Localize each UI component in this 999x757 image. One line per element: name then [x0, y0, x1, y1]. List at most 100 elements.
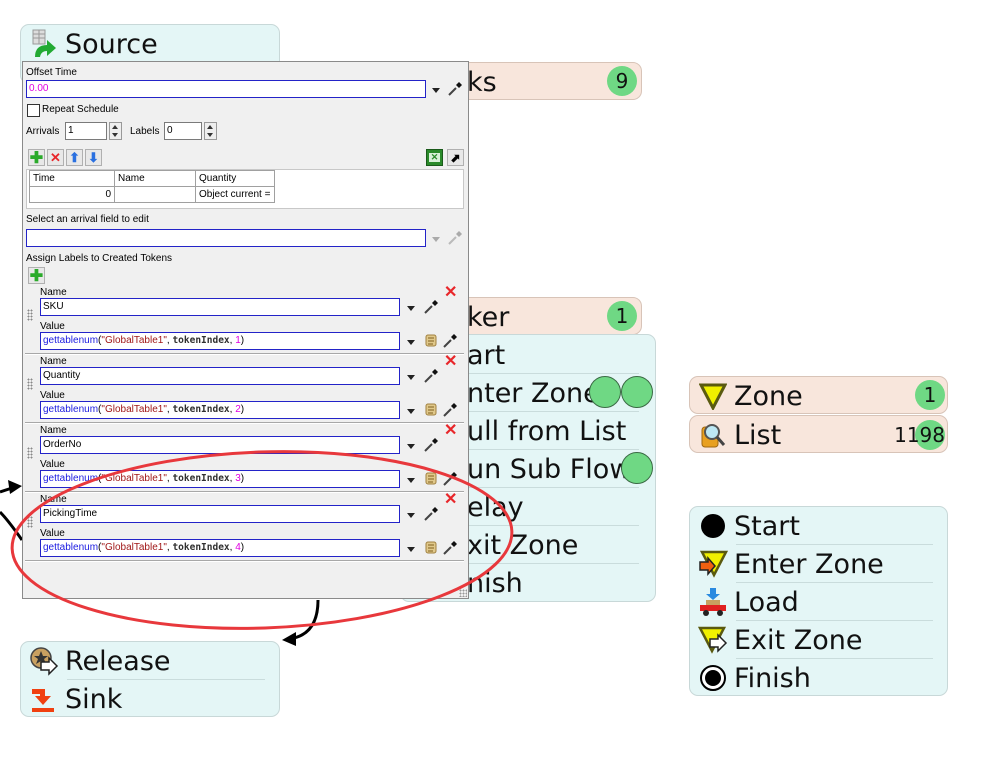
- drag-handle[interactable]: [27, 309, 33, 321]
- label-value-dropdown[interactable]: [407, 547, 415, 552]
- value-label: Value: [40, 528, 65, 539]
- sampler-icon[interactable]: [447, 230, 463, 249]
- label-name-dropdown[interactable]: [407, 513, 415, 518]
- label-name-input[interactable]: SKU: [40, 298, 400, 316]
- sampler-icon[interactable]: [447, 81, 463, 100]
- enter-zone-icon: [698, 549, 728, 579]
- label-name-input[interactable]: PickingTime: [40, 505, 400, 523]
- drag-handle[interactable]: [27, 447, 33, 459]
- activity-sink[interactable]: Sink: [21, 680, 279, 718]
- label-value-dropdown[interactable]: [407, 409, 415, 414]
- label-value-input[interactable]: gettablenum("GlobalTable1", tokenIndex, …: [40, 470, 400, 488]
- zone-icon: [698, 381, 728, 411]
- move-up-icon: ⬆: [69, 149, 80, 165]
- sampler-icon[interactable]: [442, 540, 458, 559]
- label-value-dropdown[interactable]: [407, 478, 415, 483]
- sampler-icon[interactable]: [442, 402, 458, 421]
- sampler-icon[interactable]: [423, 368, 439, 387]
- activity-exit-zone[interactable]: Exit Zone: [690, 621, 947, 659]
- label-name-input[interactable]: Quantity: [40, 367, 400, 385]
- add-label-button[interactable]: ✚: [28, 267, 45, 285]
- add-row-button[interactable]: ✚: [28, 149, 45, 167]
- table-cell[interactable]: 0: [29, 186, 115, 203]
- connector-arrowhead: [282, 632, 296, 646]
- delete-row-button[interactable]: ✕: [47, 149, 64, 166]
- release-flow-block[interactable]: Release Sink: [20, 641, 280, 717]
- open-arrow-icon: ⬈: [450, 150, 461, 165]
- label-name-dropdown[interactable]: [407, 375, 415, 380]
- label-value-input[interactable]: gettablenum("GlobalTable1", tokenIndex, …: [40, 332, 400, 350]
- code-edit-icon[interactable]: [424, 333, 438, 351]
- list-row: List: [690, 416, 947, 454]
- token-count-badge: [915, 420, 945, 450]
- activity-start[interactable]: art: [467, 339, 506, 371]
- label-name-dropdown[interactable]: [407, 306, 415, 311]
- table-cell[interactable]: [114, 186, 196, 203]
- offset-time-dropdown[interactable]: [432, 88, 440, 93]
- label-name-dropdown[interactable]: [407, 444, 415, 449]
- list-block[interactable]: List 1198: [689, 415, 948, 453]
- tasks-label: ks: [467, 66, 497, 98]
- sampler-icon[interactable]: [423, 437, 439, 456]
- separator: [736, 582, 933, 583]
- activity-finish[interactable]: Finish: [690, 659, 947, 697]
- activity-label: Source: [65, 28, 158, 60]
- labels-spinner[interactable]: [204, 122, 217, 140]
- open-table-button[interactable]: ⬈: [447, 149, 464, 166]
- code-edit-icon[interactable]: [424, 471, 438, 489]
- labels-input[interactable]: 0: [164, 122, 202, 140]
- column-header[interactable]: Quantity: [195, 170, 275, 187]
- column-header[interactable]: Name: [114, 170, 196, 187]
- arrivals-spinner[interactable]: [109, 122, 122, 140]
- delete-label-icon[interactable]: ✕: [444, 422, 458, 439]
- delete-label-icon[interactable]: ✕: [444, 353, 458, 370]
- activity-enter-zone[interactable]: nter Zone: [467, 377, 600, 409]
- token[interactable]: [621, 376, 653, 408]
- label-value-input[interactable]: gettablenum("GlobalTable1", tokenIndex, …: [40, 539, 400, 557]
- column-header[interactable]: Time: [29, 170, 115, 187]
- table-cell[interactable]: Object current =: [195, 186, 275, 203]
- sampler-icon[interactable]: [423, 506, 439, 525]
- separator: [736, 544, 933, 545]
- delete-label-icon[interactable]: ✕: [444, 284, 458, 301]
- activity-start[interactable]: Start: [690, 507, 947, 545]
- code-edit-icon[interactable]: [424, 540, 438, 558]
- zone-flow-block[interactable]: Start Enter Zone Load Exit Zone Finish: [689, 506, 948, 696]
- label-value-dropdown[interactable]: [407, 340, 415, 345]
- load-icon: [698, 587, 728, 617]
- token[interactable]: [621, 452, 653, 484]
- zone-block[interactable]: Zone 1: [689, 376, 948, 414]
- resize-grip[interactable]: [459, 589, 467, 597]
- move-up-button[interactable]: ⬆: [66, 149, 83, 166]
- code-edit-icon[interactable]: [424, 402, 438, 420]
- move-down-button[interactable]: ⬇: [85, 149, 102, 166]
- excel-icon: ✕: [429, 152, 440, 162]
- activity-release[interactable]: Release: [21, 642, 279, 680]
- offset-time-input[interactable]: 0.00: [26, 80, 426, 98]
- offset-time-label: Offset Time: [26, 67, 77, 78]
- activity-load[interactable]: Load: [690, 583, 947, 621]
- activity-source[interactable]: Source: [21, 25, 279, 63]
- drag-handle[interactable]: [27, 378, 33, 390]
- sink-icon: [29, 684, 59, 714]
- label-name-input[interactable]: OrderNo: [40, 436, 400, 454]
- arrivals-input[interactable]: 1: [65, 122, 107, 140]
- sampler-icon[interactable]: [423, 299, 439, 318]
- separator: [736, 658, 933, 659]
- table-header: Time Name Quantity: [29, 170, 275, 187]
- arrival-field-dropdown[interactable]: [432, 237, 440, 242]
- excel-import-button[interactable]: ✕: [426, 149, 443, 166]
- separator: [467, 525, 639, 526]
- token[interactable]: [589, 376, 621, 408]
- sampler-icon[interactable]: [442, 471, 458, 490]
- label-value-input[interactable]: gettablenum("GlobalTable1", tokenIndex, …: [40, 401, 400, 419]
- drag-handle[interactable]: [27, 516, 33, 528]
- arrival-field-input[interactable]: [26, 229, 426, 247]
- connector-arrowhead: [8, 480, 22, 494]
- activity-pull-from-list[interactable]: ull from List: [467, 415, 627, 447]
- sampler-icon[interactable]: [442, 333, 458, 352]
- activity-enter-zone[interactable]: Enter Zone: [690, 545, 947, 583]
- repeat-schedule-checkbox[interactable]: [27, 104, 40, 117]
- separator: [67, 679, 265, 680]
- delete-label-icon[interactable]: ✕: [444, 491, 458, 508]
